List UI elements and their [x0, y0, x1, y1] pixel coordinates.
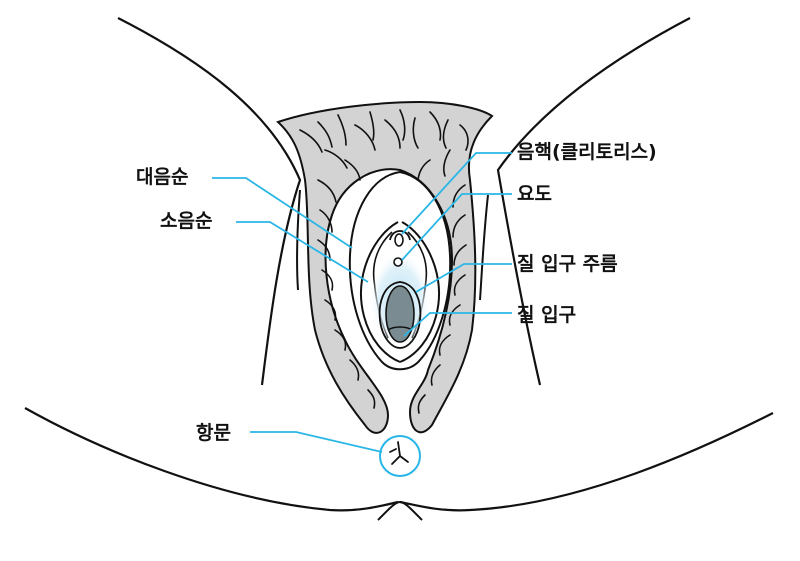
- right-buttock-outline: [400, 413, 773, 510]
- label-hymen: 질 입구 주름: [517, 255, 618, 274]
- left-thigh-outline: [118, 18, 300, 385]
- label-anus: 항문: [196, 424, 231, 443]
- clitoris-glans: [395, 234, 403, 246]
- vaginal-opening-shape: [386, 286, 414, 342]
- label-urethra: 요도: [517, 185, 552, 204]
- leader-labia-minora: [236, 222, 368, 282]
- right-groin-crease: [480, 195, 488, 300]
- label-clitoris: 음핵(클리토리스): [517, 143, 657, 162]
- leader-anus: [250, 432, 382, 452]
- label-labia-majora: 대음순: [136, 168, 188, 187]
- urethra-opening: [394, 258, 402, 266]
- label-labia-minora: 소음순: [160, 212, 212, 231]
- label-vaginal-opening: 질 입구: [517, 306, 576, 325]
